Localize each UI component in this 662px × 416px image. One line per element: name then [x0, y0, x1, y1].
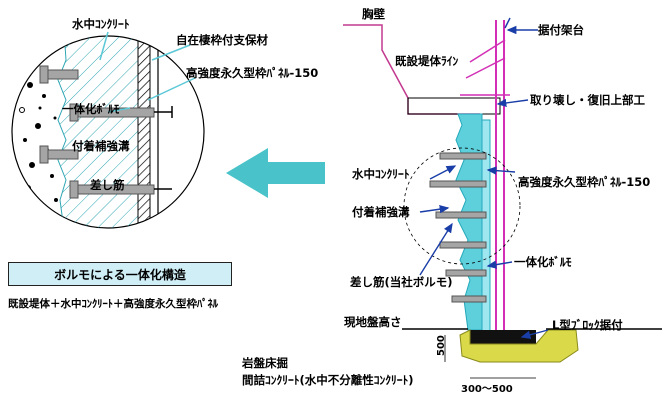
label-existing-dike-line: 既設堤体ﾗｲﾝ	[395, 54, 458, 68]
label-underwater-concrete: 水中ｺﾝｸﾘｰﾄ	[352, 167, 410, 181]
label-integration-bolt: 一体化ﾎﾞﾙﾓ	[514, 255, 572, 269]
detail-arrow	[226, 148, 325, 198]
detail-label-permanent-panel: 高強度永久型枠ﾊﾟﾈﾙ-150	[186, 66, 318, 80]
dim-500: 500	[436, 335, 447, 356]
label-anchor-groove: 付着補強溝	[352, 205, 410, 219]
fill-concrete	[459, 329, 579, 363]
detail-underwater-concrete	[57, 36, 139, 228]
label-ground-level: 現地盤高さ	[344, 315, 402, 329]
label-mounting-frame: 据付架台	[538, 23, 584, 37]
section-bolts	[429, 152, 487, 303]
dim-300-500: 300～500	[461, 384, 513, 395]
parapet	[343, 24, 480, 115]
label-demolish-restore: 取り壊し・復旧上部工	[530, 93, 645, 107]
label-l-block: L型ﾌﾞﾛｯｸ据付	[552, 318, 623, 332]
detail-label-underwater-concrete: 水中ｺﾝｸﾘｰﾄ	[72, 17, 130, 31]
caption-subtitle: 既設堤体＋水中ｺﾝｸﾘｰﾄ＋高強度永久型枠ﾊﾟﾈﾙ	[8, 298, 218, 310]
detail-circle	[11, 31, 205, 229]
label-permanent-panel: 高強度永久型枠ﾊﾟﾈﾙ-150	[518, 175, 650, 189]
cross-section: 500 300～500	[343, 17, 662, 395]
detail-label-support-frame: 自在棲枠付支保材	[176, 33, 268, 47]
l-block	[470, 330, 536, 344]
detail-bolts	[39, 65, 173, 199]
detail-label-integration-bolt: 一体化ﾎﾞﾙﾓ	[62, 102, 120, 116]
label-parapet: 胸壁	[362, 7, 385, 21]
label-rebar-own-bolmo: 差し筋(当社ボルモ)	[350, 275, 453, 289]
detail-label-rebar: 差し筋	[90, 178, 125, 192]
label-fill-concrete: 間詰ｺﾝｸﾘｰﾄ(水中不分離性ｺﾝｸﾘｰﾄ)	[242, 373, 414, 387]
detail-panel	[137, 36, 151, 228]
caption-title: ボルモによる一体化構造	[8, 262, 232, 286]
label-rock-excavation: 岩盤床掘	[241, 356, 288, 370]
detail-label-anchor-groove: 付着補強溝	[72, 139, 130, 153]
